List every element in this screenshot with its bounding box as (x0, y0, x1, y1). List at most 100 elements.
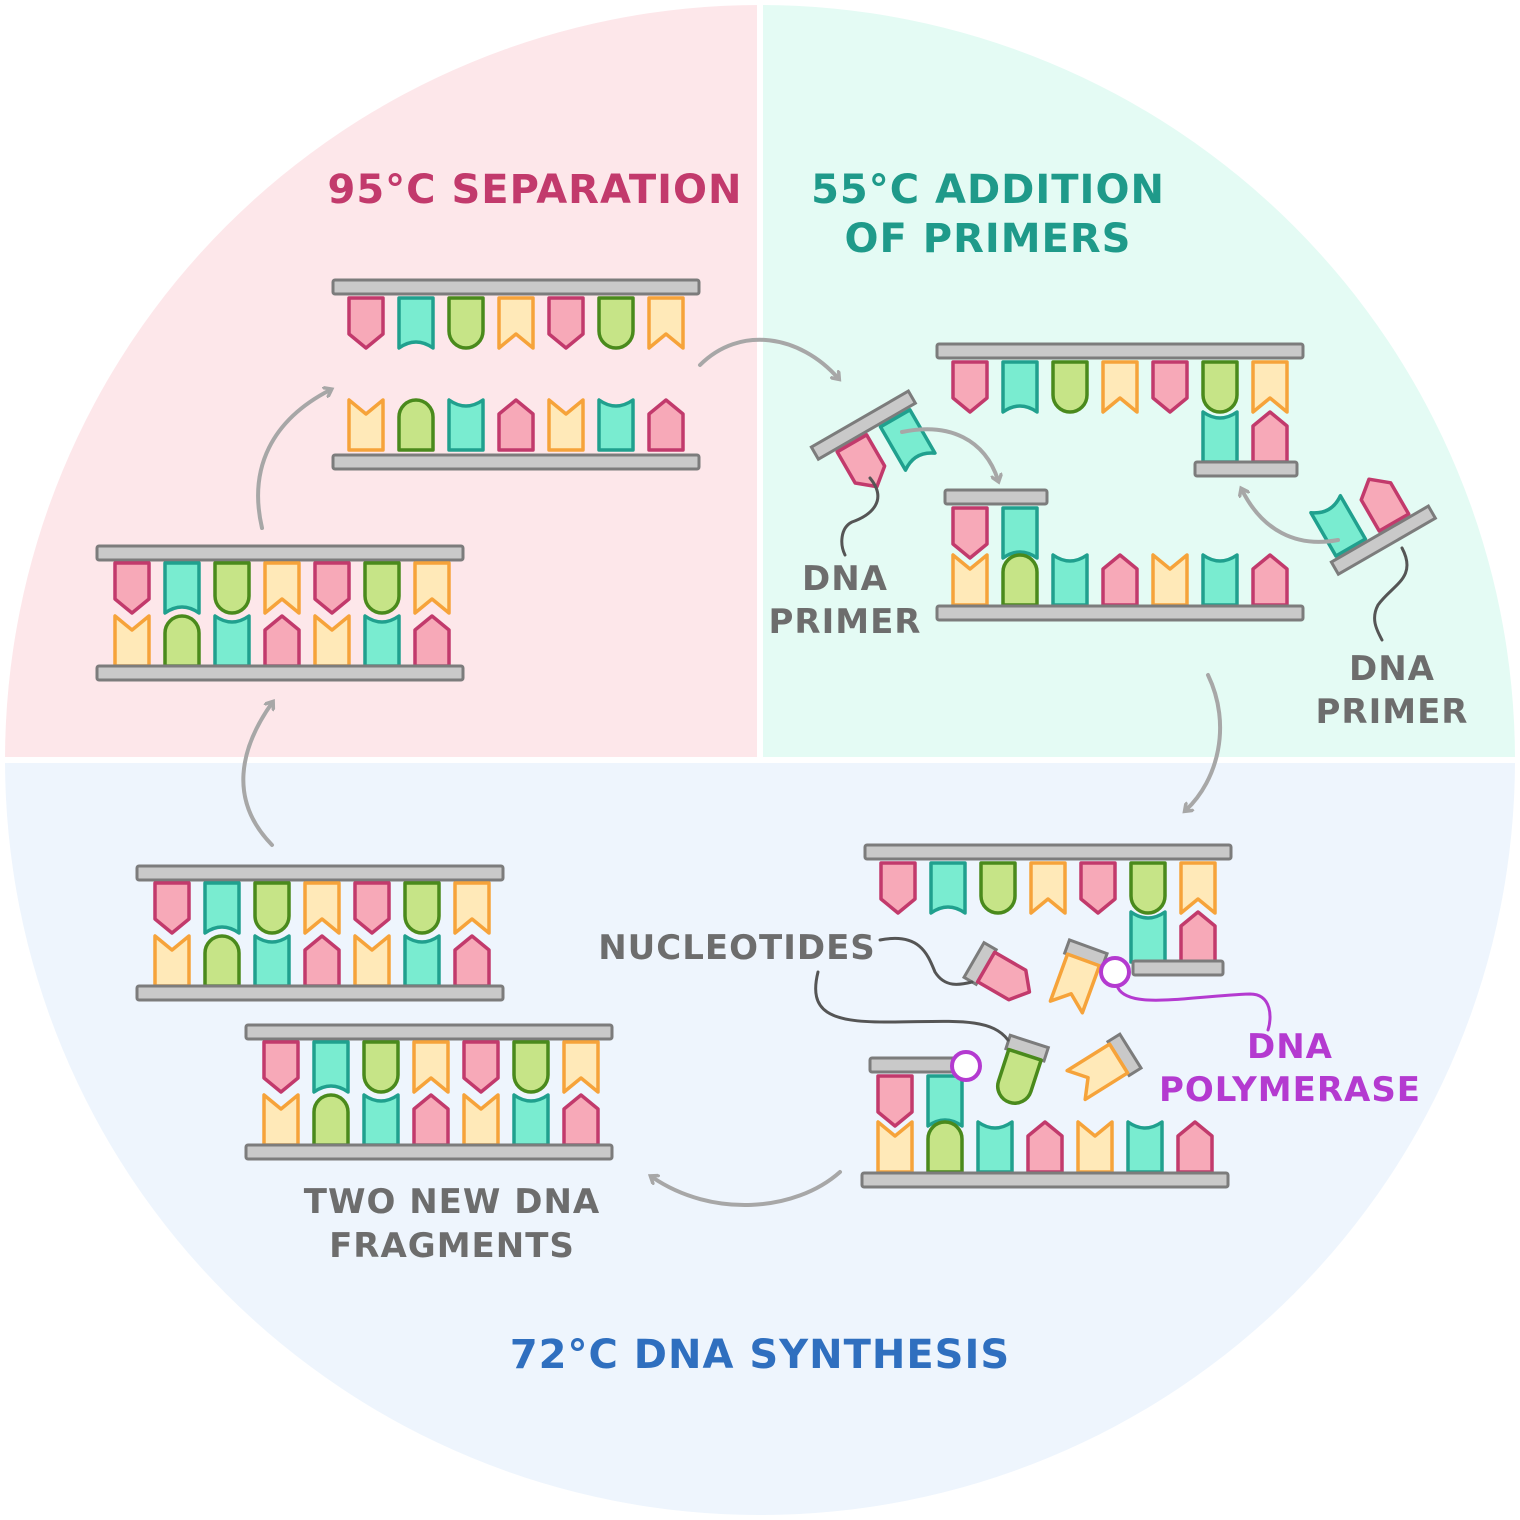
base-pink (347, 296, 385, 350)
primer-left-label-line2: PRIMER (769, 602, 922, 642)
base-teal (363, 614, 401, 668)
base-green (447, 296, 485, 350)
cycle-arrows (241, 337, 1340, 1208)
dna-backbone (868, 1056, 962, 1074)
base-yellow (1065, 1042, 1130, 1102)
base-yellow (453, 881, 491, 935)
base-green (312, 1093, 350, 1147)
base-teal (976, 1120, 1014, 1174)
base-green (203, 934, 241, 988)
base-teal (929, 861, 967, 915)
leader-lines (814, 476, 1409, 1042)
dna-backbone (135, 864, 505, 882)
dna-backbone (935, 604, 1305, 622)
base-pink (1359, 477, 1411, 533)
base-teal (1201, 553, 1239, 607)
base-pink (1079, 861, 1117, 915)
base-pink (647, 398, 685, 452)
base-green (213, 561, 251, 615)
base-pink (876, 1074, 914, 1128)
base-pink (113, 561, 151, 615)
base-teal (597, 398, 635, 452)
fragments-label-line2: FRAGMENTS (329, 1226, 575, 1266)
annealed-strands (935, 342, 1305, 622)
nucleotides-leader-b (814, 970, 1010, 1042)
base-pink (879, 861, 917, 915)
dna-backbone (95, 544, 465, 562)
separated-strands (331, 278, 701, 471)
cycle-arrow-icon (652, 1170, 842, 1208)
base-green (163, 614, 201, 668)
primer-right-leader (1373, 546, 1409, 642)
base-green (1051, 360, 1089, 414)
base-yellow (497, 296, 535, 350)
cycle-arrow-icon (900, 427, 998, 480)
base-teal (1129, 910, 1167, 964)
base-green (363, 561, 401, 615)
dna-strands (95, 278, 1305, 1189)
dna-backbone (244, 1023, 614, 1041)
base-pink (951, 506, 989, 560)
primers-quadrant (763, 5, 1515, 757)
base-yellow (412, 1040, 450, 1094)
base-pink (835, 433, 887, 489)
dna-backbone (1131, 959, 1225, 977)
base-yellow (547, 398, 585, 452)
cycle-arrow-icon (698, 337, 838, 378)
polymerase-icon (1099, 956, 1131, 988)
base-green (397, 398, 435, 452)
free-nucleotides (809, 389, 1438, 1105)
polymerase-icon (950, 1050, 982, 1082)
polymerase-label-line2: POLYMERASE (1159, 1070, 1421, 1110)
primers-title-line2: OF PRIMERS (845, 216, 1132, 262)
dna-primer-icon (1309, 477, 1438, 577)
base-yellow (303, 881, 341, 935)
dna-primer-icon (809, 389, 937, 489)
primer-right-label-line1: DNA (1349, 649, 1435, 689)
nucleotides-label: NUCLEOTIDES (598, 928, 876, 968)
base-teal (1201, 410, 1239, 464)
base-pink (262, 1040, 300, 1094)
base-yellow (1101, 360, 1139, 414)
base-green (512, 1040, 550, 1094)
primer-right-label-line2: PRIMER (1316, 692, 1469, 732)
primer-left-leader (840, 476, 880, 557)
dna-backbone (863, 843, 1233, 861)
base-green (996, 1047, 1043, 1105)
primer-backbone (809, 389, 918, 462)
nucleotide-icon (1065, 1032, 1144, 1102)
base-green (403, 881, 441, 935)
base-teal (362, 1093, 400, 1147)
dna-backbone (860, 1171, 1230, 1189)
base-yellow (1179, 861, 1217, 915)
base-teal (926, 1074, 964, 1128)
base-pink (951, 360, 989, 414)
base-yellow (562, 1040, 600, 1094)
dna-backbone (1193, 460, 1299, 478)
base-green (597, 296, 635, 350)
base-pink (353, 881, 391, 935)
new-dna-fragment-2 (244, 1023, 614, 1161)
base-teal (397, 296, 435, 350)
base-teal (403, 934, 441, 988)
base-green (1129, 861, 1167, 915)
nucleotide-icon (961, 940, 1032, 1002)
base-teal (213, 614, 251, 668)
base-green (979, 861, 1017, 915)
base-teal (312, 1040, 350, 1094)
base-green (1001, 553, 1039, 607)
synthesis-strands (860, 843, 1233, 1189)
base-teal (1001, 506, 1039, 560)
nucleotides-leader-a (878, 936, 974, 986)
base-teal (253, 934, 291, 988)
base-teal (1001, 360, 1039, 414)
dna-backbone (95, 664, 465, 682)
base-teal (1309, 493, 1368, 558)
cycle-arrow-icon (241, 703, 272, 847)
dna-backbone (331, 453, 701, 471)
synthesis-title: 72°C DNA SYNTHESIS (510, 1332, 1010, 1378)
base-yellow (647, 296, 685, 350)
cycle-arrow-icon (1242, 490, 1340, 544)
